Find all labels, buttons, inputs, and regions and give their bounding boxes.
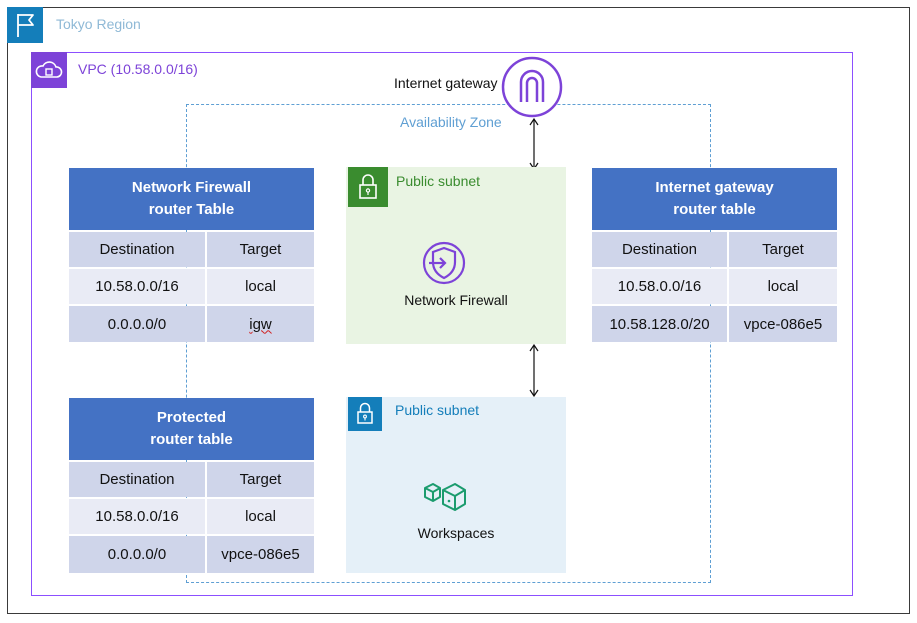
region-label: Tokyo Region (56, 16, 141, 32)
availability-zone-boundary (186, 104, 711, 583)
column-header-target: Target (207, 462, 314, 497)
vpc-label: VPC (10.58.0.0/16) (78, 61, 198, 77)
public-subnet-protected-label: Public subnet (395, 402, 480, 418)
route-target: igw (207, 306, 314, 342)
firewall-workspaces-connector (529, 344, 539, 397)
route-target: vpce-086e5 (207, 536, 314, 573)
route-target: local (207, 499, 314, 534)
internet-gateway-label: Internet gateway (394, 75, 498, 91)
workspaces-icon (421, 474, 467, 520)
lock-icon (348, 397, 382, 431)
column-header-destination: Destination (69, 232, 205, 267)
column-header-destination: Destination (592, 232, 727, 267)
route-destination: 0.0.0.0/0 (69, 536, 205, 573)
route-destination: 10.58.128.0/20 (592, 306, 727, 342)
igw-firewall-connector (529, 118, 539, 170)
network-firewall-label: Network Firewall (404, 292, 508, 308)
network-firewall-icon (421, 240, 467, 286)
route-target: local (729, 269, 837, 304)
vpc-boundary (31, 52, 853, 596)
route-destination: 10.58.0.0/16 (592, 269, 727, 304)
lock-icon (348, 167, 388, 207)
route-target: local (207, 269, 314, 304)
column-header-target: Target (207, 232, 314, 267)
vpc-cloud-icon (31, 52, 67, 88)
route-destination: 0.0.0.0/0 (69, 306, 205, 342)
column-header-destination: Destination (69, 462, 205, 497)
route-destination: 10.58.0.0/16 (69, 269, 205, 304)
workspaces-label: Workspaces (417, 525, 495, 541)
region-boundary (7, 7, 910, 614)
flag-icon (7, 7, 43, 43)
route-target: vpce-086e5 (729, 306, 837, 342)
column-header-target: Target (729, 232, 837, 267)
availability-zone-label: Availability Zone (400, 114, 502, 130)
public-subnet-firewall-label: Public subnet (396, 173, 481, 189)
route-destination: 10.58.0.0/16 (69, 499, 205, 534)
internet-gateway-icon (501, 56, 563, 118)
